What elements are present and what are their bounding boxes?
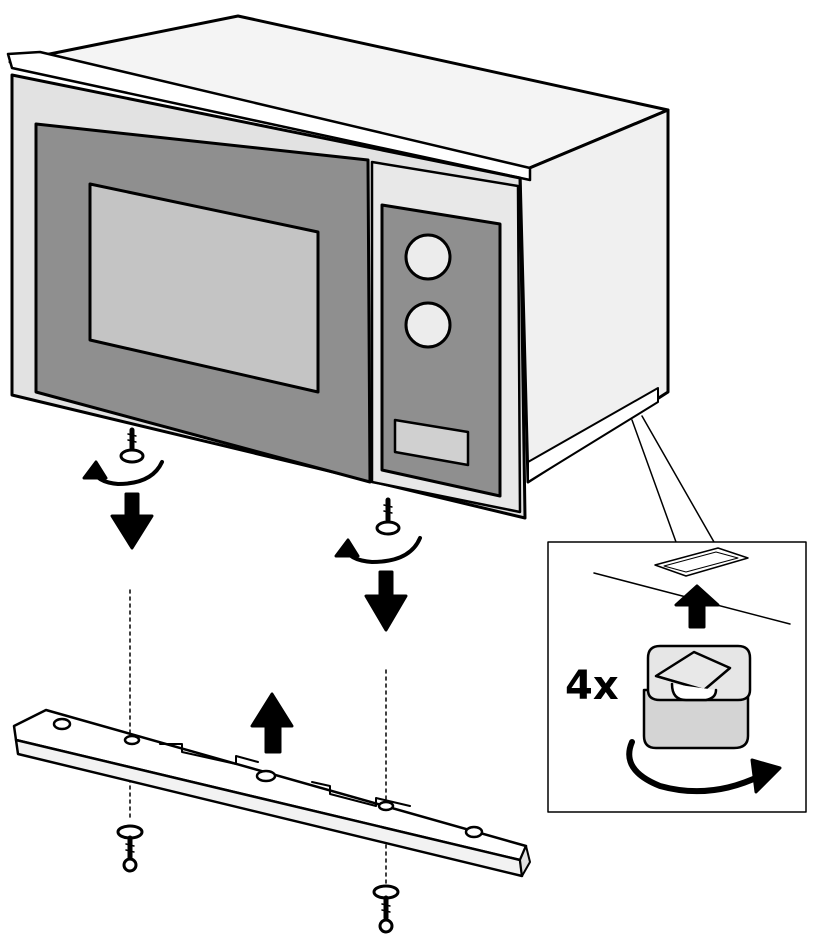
door-window — [88, 182, 320, 394]
bracket-hole — [255, 769, 277, 783]
inset-slot — [654, 547, 749, 577]
top-trim-rail — [6, 50, 532, 182]
down-arrow-left — [110, 492, 154, 550]
microwave-side — [518, 108, 670, 484]
screw-bottom-left — [116, 824, 144, 873]
screw-top-right — [375, 497, 401, 536]
knob-bottom — [404, 301, 452, 349]
bracket-hole — [464, 825, 484, 839]
bracket-hole — [52, 717, 72, 731]
bracket-notches — [159, 743, 259, 765]
down-arrow-right — [364, 570, 408, 632]
foot-clip — [642, 644, 752, 750]
up-arrow-bracket — [250, 692, 294, 754]
bottom-recess — [527, 387, 659, 483]
rotate-arrowhead-right — [334, 538, 360, 558]
callout-line-2 — [641, 415, 715, 543]
mounting-bracket — [12, 708, 531, 878]
rotate-arrowhead-left — [82, 460, 108, 480]
callout-line-1 — [631, 419, 677, 543]
screw-bottom-right — [372, 884, 400, 934]
bracket-hole — [123, 734, 141, 746]
bracket-hole — [377, 800, 395, 812]
knob-top — [404, 233, 452, 281]
inset-up-arrow — [674, 584, 720, 629]
bracket-side-face — [519, 845, 531, 877]
inset-rotate-arrowhead — [750, 758, 782, 794]
inset-count-label: 4x — [565, 663, 619, 709]
left-screw-group — [82, 427, 164, 873]
bracket-front-face — [14, 738, 524, 878]
detail-inset — [547, 415, 807, 813]
microwave — [6, 14, 670, 520]
rotate-arrow-right — [344, 536, 422, 564]
screw-top-left — [119, 427, 145, 464]
display-window — [393, 418, 470, 467]
right-screw-group — [334, 497, 422, 934]
inset-rotate-arrow — [626, 739, 763, 795]
